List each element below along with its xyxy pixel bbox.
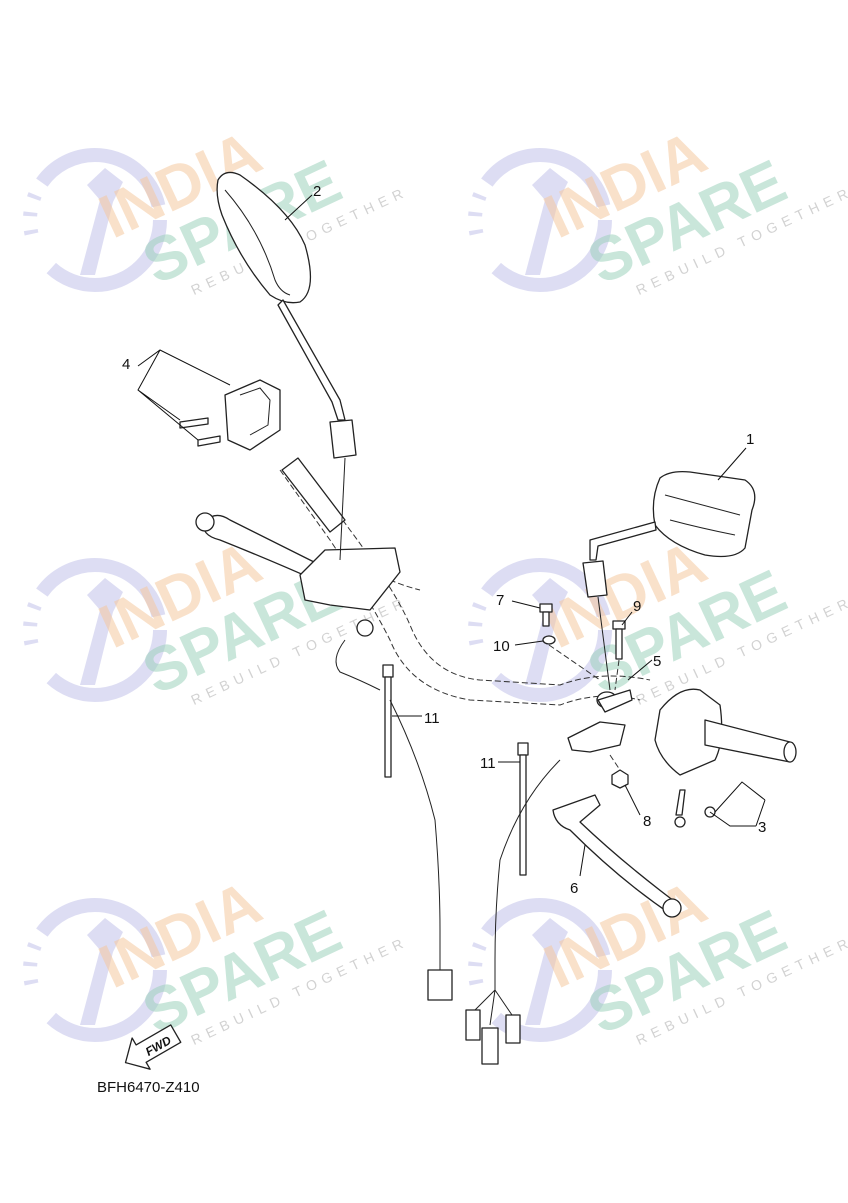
diagram-code: BFH6470-Z410 [97, 1079, 200, 1096]
callout-8: 8 [643, 813, 651, 830]
part-4-switch [179, 379, 281, 451]
wiring-harness [389, 699, 561, 1065]
part-6-brake-lever [552, 794, 682, 918]
callout-1: 1 [746, 431, 754, 448]
left-grip [281, 457, 346, 533]
callout-2: 2 [313, 183, 321, 200]
callout-11a: 11 [424, 710, 440, 727]
part-11-cable-tie [382, 664, 529, 876]
callout-6: 6 [570, 880, 578, 897]
callout-7: 7 [496, 592, 504, 609]
callout-3: 3 [758, 819, 766, 836]
watermark [30, 68, 848, 1069]
callout-10: 10 [493, 638, 510, 655]
lever-holder [299, 547, 401, 611]
part-9-bolt [612, 620, 626, 660]
leader-lines [137, 194, 766, 877]
part-5-bracket [567, 689, 633, 753]
part-2-left-mirror [216, 171, 357, 561]
part-10-washer [542, 635, 556, 645]
part-7-bolt [539, 603, 553, 627]
callout-11b: 11 [480, 755, 496, 772]
callout-4: 4 [122, 356, 130, 373]
part-3-switch [654, 688, 797, 828]
callout-9: 9 [633, 598, 641, 615]
callout-5: 5 [653, 653, 661, 670]
part-1-right-mirror [582, 470, 756, 691]
